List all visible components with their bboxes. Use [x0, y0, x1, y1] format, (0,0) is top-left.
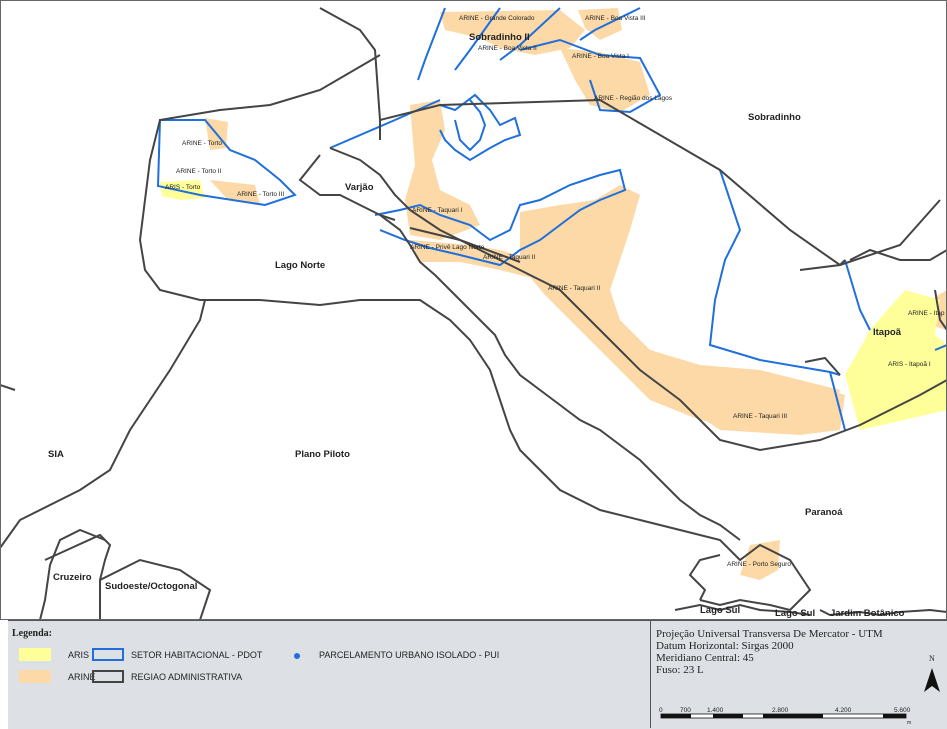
- scale-tick: 4.200: [835, 707, 852, 714]
- zone-label: ARINE - Porto Seguro: [727, 561, 791, 568]
- meridian-line: Meridiano Central: 45: [656, 652, 754, 664]
- region-label: Plano Piloto: [295, 449, 350, 460]
- north-label: N: [929, 654, 935, 663]
- legend-swatch-setor: [92, 648, 124, 661]
- projection-info: Projeção Universal Transversa De Mercato…: [656, 628, 883, 676]
- projection-line: Projeção Universal Transversa De Mercato…: [656, 628, 883, 640]
- zone-label: ARINE - Torto II: [176, 168, 222, 175]
- zone-label: ARINE - Taquari II: [483, 254, 535, 261]
- zone-label: ARINE - Boa Vista II: [478, 45, 537, 52]
- scale-tick: 0: [659, 707, 663, 714]
- scale-tick: 1.400: [707, 707, 724, 714]
- zone-label: ARINE - Região dos Lagos: [594, 95, 673, 102]
- zone-label: ARINE - Boa Vista III: [585, 15, 646, 22]
- region-label: Paranoá: [805, 507, 843, 518]
- zone-line: Fuso: 23 L: [656, 664, 704, 676]
- scale-tick: 5.600: [894, 707, 911, 714]
- datum-line: Datum Horizontal: Sirgas 2000: [656, 640, 794, 652]
- legend-label-regiao: REGIAO ADMINISTRATIVA: [131, 672, 243, 682]
- north-arrow-icon: [924, 668, 940, 692]
- region-label: Itapoã: [873, 327, 902, 338]
- zone-label: ARINE - Grande Colorado: [459, 15, 535, 22]
- zone-label: ARIS - Torto: [165, 184, 201, 191]
- map-canvas: Sobradinho II Sobradinho Varjão Lago Nor…: [0, 0, 947, 620]
- region-label: Cruzeiro: [53, 572, 92, 583]
- region-label: Lago Sul: [775, 608, 815, 619]
- region-label: SIA: [48, 449, 64, 460]
- region-label: Sobradinho II: [469, 32, 530, 43]
- regiao-administrativa-outlines: [0, 7, 947, 620]
- region-label: Lago Norte: [275, 260, 325, 271]
- zone-label: ARINE - Taquari II: [548, 285, 600, 292]
- region-label: Sudoeste/Octogonal: [105, 581, 197, 592]
- legend-label-aris: ARIS: [68, 650, 90, 660]
- zone-label: ARINE - Taquari III: [733, 413, 787, 420]
- zone-label: ARINE - Itap: [908, 310, 945, 317]
- scale-tick: 700: [680, 707, 691, 714]
- zone-labels: ARINE - Grande Colorado ARINE - Boa Vist…: [165, 15, 945, 568]
- legend-label-pui: PARCELAMENTO URBANO ISOLADO - PUI: [319, 650, 500, 660]
- zone-label: ARINE - Torto: [182, 140, 222, 147]
- scale-tick: 2.800: [772, 707, 789, 714]
- legend-swatch-aris: [19, 648, 51, 661]
- zone-label: ARINE - Torto III: [237, 191, 284, 198]
- region-label: Sobradinho: [748, 112, 801, 123]
- zone-label: ARIS - Itapoã I: [888, 361, 931, 368]
- setor-habitacional-outlines: [156, 7, 947, 431]
- north-arrow: N: [922, 654, 942, 694]
- legend-panel: [8, 620, 947, 729]
- scale-bar: 0 700 1.400 2.800 4.200 5.600 m: [659, 707, 911, 726]
- scale-unit: m: [907, 720, 911, 726]
- zone-label: ARINE - Boa Vista I: [572, 53, 629, 60]
- region-label: Lago Sul: [700, 605, 740, 616]
- legend-divider: [650, 621, 651, 728]
- region-label: Jardim Botânico: [830, 608, 905, 619]
- legend-label-setor: SETOR HABITACIONAL - PDOT: [131, 650, 263, 660]
- region-labels: Sobradinho II Sobradinho Varjão Lago Nor…: [48, 32, 905, 619]
- region-label: Varjão: [345, 182, 374, 193]
- pui-dot-icon: [294, 653, 300, 659]
- zone-label: ARINE - Taquari I: [412, 207, 463, 214]
- legend-title: Legenda:: [12, 628, 52, 639]
- zone-label: ARINE - Privê Lago Norte: [410, 244, 485, 251]
- legend-swatch-regiao: [92, 670, 124, 683]
- legend-swatch-arine: [19, 670, 51, 683]
- legend-label-arine: ARINE: [68, 672, 96, 682]
